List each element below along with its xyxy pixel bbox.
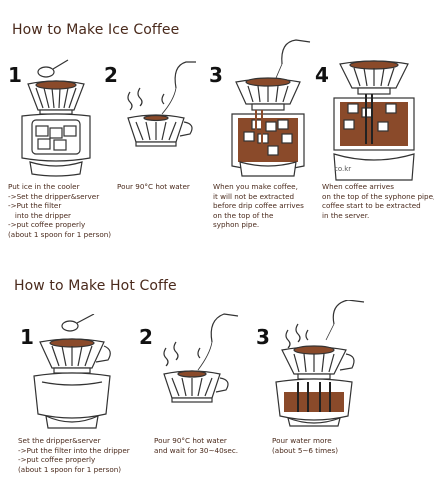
hot-step-2-caption: Pour 90°C hot water and wait for 30~40se…	[154, 436, 239, 455]
ice-step-3-illustration	[222, 38, 314, 178]
hot-step-2-illustration	[150, 312, 240, 412]
ice-step-4-label: co.kr	[334, 165, 352, 173]
hot-step-3-caption: Pour water more (about 5~6 times)	[272, 436, 339, 455]
hot-step-3-illustration	[268, 300, 368, 428]
ice-step-4-caption: When coffee arrives on the top of the sy…	[322, 182, 434, 220]
ice-step-3-number: 3	[209, 63, 223, 87]
ice-step-3-caption: When you make coffee, it will not be ext…	[213, 182, 304, 230]
ice-step-2-caption: Pour 90°C hot water	[117, 182, 190, 191]
ice-step-4-illustration	[326, 58, 422, 182]
hot-step-2-number: 2	[139, 325, 153, 349]
ice-step-4-number: 4	[315, 63, 329, 87]
ice-step-1-illustration	[16, 58, 98, 178]
ice-step-2-number: 2	[104, 63, 118, 87]
hot-step-3-number: 3	[256, 325, 270, 349]
ice-step-2-illustration	[116, 60, 198, 160]
hot-step-1-illustration	[30, 314, 114, 430]
hot-section-title: How to Make Hot Coffe	[14, 278, 177, 294]
ice-step-1-number: 1	[8, 63, 22, 87]
ice-step-1-caption: Put ice in the cooler ->Set the dripper&…	[8, 182, 112, 239]
hot-step-1-number: 1	[20, 325, 34, 349]
hot-step-1-caption: Set the dripper&server ->Put the filter …	[18, 436, 130, 474]
ice-section-title: How to Make Ice Coffee	[12, 22, 180, 38]
